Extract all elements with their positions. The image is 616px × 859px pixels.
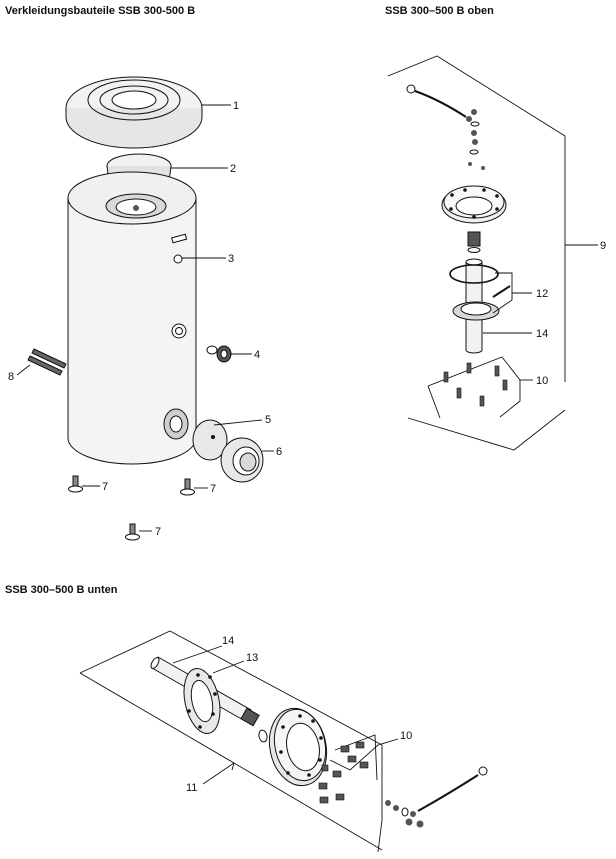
callout-6: 6 xyxy=(276,446,282,458)
heading-top-view: SSB 300–500 B oben xyxy=(385,5,494,17)
callout-9: 9 xyxy=(600,240,606,252)
ground-cable-part xyxy=(406,84,472,122)
callout-14-top: 14 xyxy=(536,328,548,340)
leader-lines-bottom xyxy=(172,645,399,785)
heading-casing-parts: Verkleidungsbauteile SSB 300-500 B xyxy=(5,5,196,17)
callout-7b: 7 xyxy=(210,483,216,495)
bottom-ground-cable xyxy=(385,766,488,828)
bottom-flange-part xyxy=(268,707,328,787)
bottom-screws-group xyxy=(318,734,378,804)
anode-rod-top xyxy=(465,231,483,354)
top-gaskets-part xyxy=(449,264,511,321)
callout-4: 4 xyxy=(254,349,260,361)
adjustable-feet-parts xyxy=(68,475,195,541)
bottom-small-washer xyxy=(258,729,268,743)
sensor-plug-part xyxy=(206,345,232,363)
leader-lines-top xyxy=(483,272,533,381)
cover-lid-part xyxy=(65,76,203,149)
callout-11: 11 xyxy=(186,782,197,794)
callout-1: 1 xyxy=(233,100,239,112)
callout-3: 3 xyxy=(228,253,234,265)
top-screws-group xyxy=(427,356,521,419)
heading-bottom-view: SSB 300–500 B unten xyxy=(5,584,118,596)
top-flange-part xyxy=(441,185,507,224)
callout-13: 13 xyxy=(246,652,258,664)
callout-8: 8 xyxy=(8,371,14,383)
leader-lines-casing xyxy=(16,104,274,532)
top-view-box xyxy=(387,55,598,451)
bottom-gasket-part xyxy=(183,668,221,734)
feet-strips-part xyxy=(27,348,67,376)
tank-body-part xyxy=(67,171,197,465)
callout-10-bottom: 10 xyxy=(400,730,412,742)
callout-labels: 1 2 3 4 5 6 7 7 7 8 9 12 14 10 14 13 10 … xyxy=(8,100,606,794)
callout-10-top: 10 xyxy=(536,375,548,387)
callout-7c: 7 xyxy=(155,526,161,538)
washers-nuts-stack xyxy=(468,109,485,170)
flange-cover-parts xyxy=(192,419,264,483)
bottom-view-box xyxy=(79,630,383,853)
callout-12: 12 xyxy=(536,288,548,300)
callout-14-bottom: 14 xyxy=(222,635,234,647)
callout-2: 2 xyxy=(230,163,236,175)
callout-5: 5 xyxy=(265,414,271,426)
callout-7a: 7 xyxy=(102,481,108,493)
